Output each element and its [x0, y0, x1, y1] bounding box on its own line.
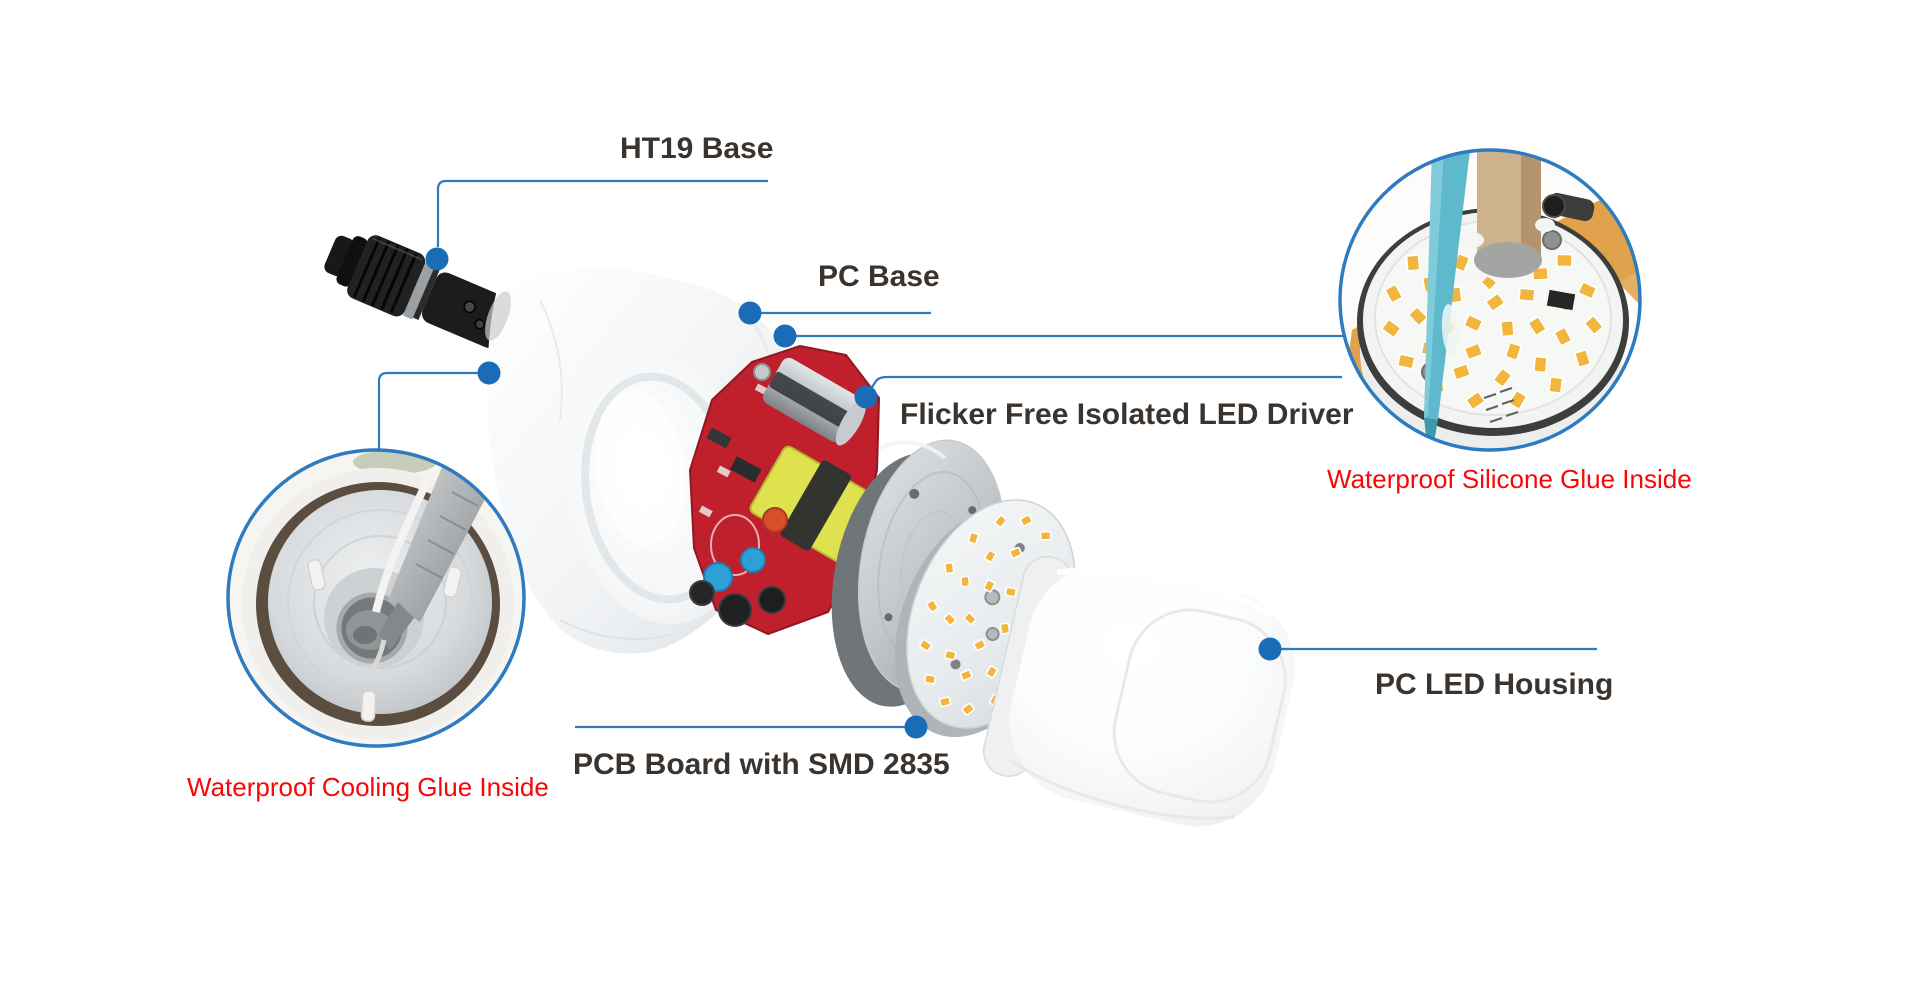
callout-dot-led-driver: [854, 385, 878, 409]
label-led-driver: Flicker Free Isolated LED Driver: [900, 398, 1354, 431]
callout-dot-cooling: [477, 361, 501, 385]
silicone-glue-inset: [1338, 148, 1642, 452]
label-silicone-glue: Waterproof Silicone Glue Inside: [1327, 464, 1692, 494]
label-ht19-base: HT19 Base: [620, 132, 774, 165]
label-cooling-glue: Waterproof Cooling Glue Inside: [187, 772, 549, 802]
led-driver-pcb-photo: [689, 345, 881, 635]
inset-ring: [1338, 148, 1642, 452]
label-pc-base: PC Base: [818, 260, 940, 293]
cooling-glue-inset: [226, 448, 526, 748]
callout-dot-ht19-base: [425, 247, 449, 271]
callout-dot-pc-base: [738, 301, 762, 325]
callout-dot-silicone: [773, 324, 797, 348]
inset-ring: [226, 448, 526, 748]
label-pc-led-housing: PC LED Housing: [1375, 668, 1614, 701]
leader-led-driver: [868, 375, 1342, 393]
led-housing-photo: [982, 555, 1295, 827]
label-pcb-board: PCB Board with SMD 2835: [573, 748, 950, 781]
callout-dot-pcb-board: [904, 715, 928, 739]
leader-ht19-base: [436, 179, 768, 247]
callout-dot-housing: [1258, 637, 1282, 661]
leader-cooling-inset: [377, 371, 489, 449]
